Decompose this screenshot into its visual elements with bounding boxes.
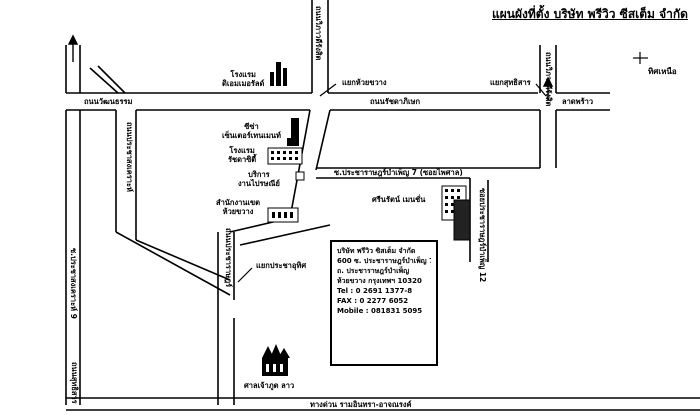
- hotel-building-icon: [270, 62, 287, 86]
- label-huai-khwang: แยกห้วยขวาง: [342, 78, 387, 87]
- label-district-office: สำนักงานเขต ห้วยขวาง: [216, 198, 261, 216]
- arrow-right-top: [542, 76, 554, 100]
- label-soi-pracharat-12: ซอยประชาราษฎร์บำเพ็ญ 12: [478, 188, 487, 283]
- company-tel: Tel : 0 2691 1377-8: [337, 287, 413, 295]
- map-title: แผนผังที่ตั้ง บริษัท พรีวิว ซีสเต็ม จำกั…: [492, 7, 688, 21]
- company-fax: FAX : 0 2277 6052: [337, 297, 409, 305]
- label-prachasongkhro: ถนนประชาสงเคราะห์: [125, 122, 134, 192]
- label-inthamara: ถนนสุทธิสาร: [70, 362, 79, 404]
- road-diagonal-center: [115, 231, 231, 296]
- label-post-office: บริการ งานไปรษณีย์: [238, 170, 280, 188]
- company-mobile: Mobile : 081831 5095: [337, 307, 423, 315]
- label-sutthisan: แยกสุทธิสาร: [490, 78, 531, 87]
- hotel-ratchada-icon: [267, 147, 303, 165]
- road-ratchadaphisek: [66, 92, 610, 111]
- north-arrow-icon: [633, 52, 648, 64]
- district-office-icon: [267, 207, 299, 223]
- company-name: บริษัท พรีวิว ซิสเต็ม จำกัด: [337, 247, 416, 255]
- road-motorway: [66, 397, 700, 411]
- label-ratchadaphisek: ถนนรัชดาภิเษก: [370, 97, 420, 106]
- arrow-sutthisan: [535, 83, 547, 97]
- label-pracharat-vertical: ถนนประชาราษฎร์: [224, 228, 233, 288]
- label-srirat: ศรีนรัตน์ เมนชั่น: [372, 195, 426, 204]
- label-hotel-diamond: โรงแรม ดิเอมเมอรัลด์: [222, 70, 265, 88]
- label-motorway: ทางด่วน รามอินทรา-อาจณรงค์: [310, 400, 412, 409]
- road-left-vertical: [65, 45, 81, 405]
- road-vibhavadi-north: [311, 0, 329, 93]
- label-soi-pracharat-7: ซ.ประชาราษฎร์บำเพ็ญ 7 (ซอยไพศาล): [334, 168, 463, 177]
- label-lat-phrao: ลาดพร้าว: [562, 97, 594, 106]
- label-pracharat-intersection: แยกประชาอุทิศ: [256, 261, 307, 270]
- label-vibhavadi-right: ถนนวิภาวดีรังสิต: [544, 52, 553, 107]
- label-wat-dhamma: ถนนวัฒนธรรม: [84, 97, 133, 106]
- company-address-1: 600 ซ. ประชาราษฎร์บำเพ็ญ 7: [337, 257, 431, 265]
- company-address-2: ถ. ประชาราษฎร์บำเพ็ญ: [337, 267, 410, 275]
- label-esso: ซีซ่า เซ็นเตอร์เทนเมนท์: [222, 122, 281, 140]
- temple-icon: [262, 344, 290, 376]
- north-label: ทิศเหนือ: [648, 67, 677, 76]
- label-hotel-ratchada: โรงแรม รัชดาซิตี้: [228, 146, 257, 164]
- post-office-icon: [295, 171, 305, 181]
- arrow-huai-khwang: [319, 83, 337, 97]
- road-vibhavadi-right: [539, 45, 557, 93]
- arrow-pracharat: [237, 267, 253, 283]
- label-soi-left: ซ.ประชาสงเคราะห์ 9: [69, 248, 78, 319]
- road-pracharat-vertical: [217, 232, 235, 405]
- road-diagonal-left: [89, 65, 126, 94]
- label-temple: ศาลเจ้าภูต ลาว: [244, 381, 295, 390]
- road-soi-pracharat-7: [316, 167, 440, 179]
- company-address-3: ห้วยขวาง กรุงเทพฯ 10320: [337, 277, 422, 285]
- road-prachasongkhro-left: [115, 110, 137, 240]
- label-vibhavadi-north: ถนนวิภาวดีรังสิต: [314, 6, 323, 61]
- tower-icon: [287, 118, 299, 146]
- srirat-building-icon: [441, 185, 471, 241]
- company-info-box: บริษัท พรีวิว ซิสเต็ม จำกัด 600 ซ. ประชา…: [330, 240, 438, 366]
- arrow-up-left: [67, 34, 79, 62]
